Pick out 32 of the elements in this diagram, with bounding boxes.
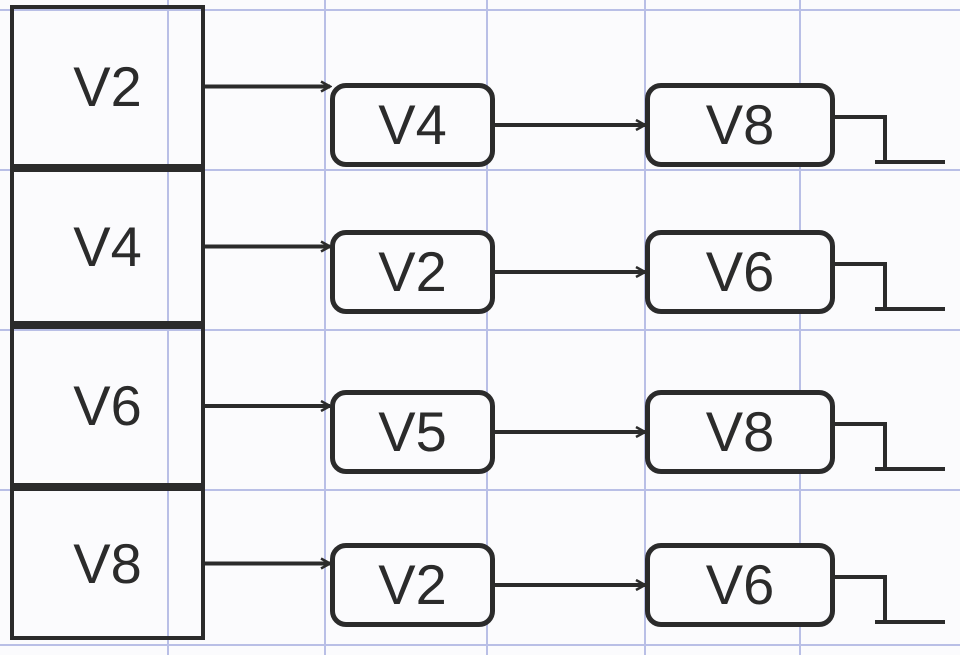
arrow (495, 266, 646, 278)
list-node-box (645, 390, 835, 474)
list-node-box (645, 543, 835, 627)
arrow (495, 426, 646, 438)
node-label: V8 (706, 97, 774, 153)
table-cell (10, 487, 205, 640)
list-node-box (645, 83, 835, 167)
node-label: V8 (73, 536, 142, 592)
arrow (205, 80, 332, 93)
list-node-box (330, 390, 495, 474)
node-label: V2 (73, 58, 142, 114)
node-label: V6 (706, 244, 774, 300)
node-label: V2 (378, 244, 447, 300)
node-label: V5 (378, 404, 447, 460)
list-node-box (330, 83, 495, 167)
table-cell (10, 5, 205, 168)
node-label: V6 (73, 378, 142, 434)
node-label: V6 (706, 557, 774, 613)
arrow (495, 118, 646, 132)
table-cell (10, 325, 205, 487)
list-node-box (330, 543, 495, 627)
arrow (495, 578, 646, 592)
table-cell (10, 168, 205, 325)
arrow (205, 557, 332, 570)
list-node-box (330, 230, 495, 314)
node-label: V2 (378, 557, 447, 613)
list-node-box (645, 230, 835, 314)
node-label: V4 (378, 97, 447, 153)
arrow (205, 400, 332, 412)
arrow (205, 240, 332, 253)
node-label: V8 (706, 404, 774, 460)
node-label: V4 (73, 218, 142, 274)
